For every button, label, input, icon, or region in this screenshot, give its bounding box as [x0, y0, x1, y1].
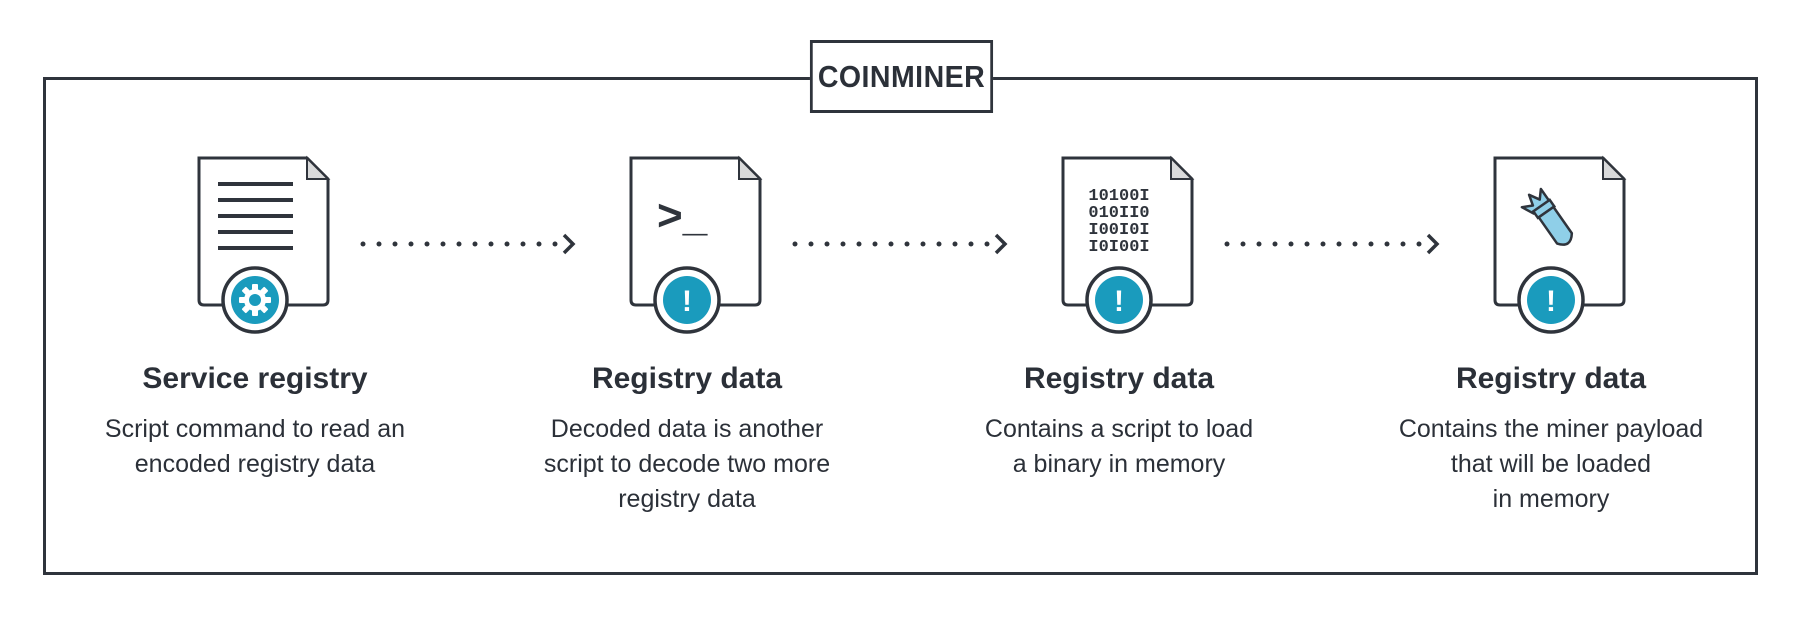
- step-description: Contains a script to load a binary in me…: [984, 415, 1254, 478]
- svg-text:I00I0I: I00I0I: [1088, 221, 1149, 240]
- flow-arrow: [360, 233, 576, 255]
- step-title: Registry data: [1023, 362, 1215, 395]
- svg-text:!: !: [1546, 285, 1556, 318]
- step-title: Service registry: [142, 362, 368, 395]
- step-title: Registry data: [591, 362, 783, 395]
- step-description: Contains the miner payload that will be …: [1398, 415, 1704, 513]
- svg-text:I0I00I: I0I00I: [1088, 238, 1149, 257]
- document-lines-icon: [218, 182, 293, 250]
- flow-arrow: [1224, 233, 1440, 255]
- binary-code-icon: 10100I 010II0 I00I0I I0I00I: [1088, 187, 1149, 257]
- bomb-icon: [1520, 187, 1574, 246]
- document-icon: !: [1493, 155, 1627, 334]
- warning-badge-icon: !: [1085, 266, 1153, 334]
- flow-arrow: [792, 233, 1008, 255]
- document-icon: [197, 155, 331, 334]
- warning-badge-icon: !: [653, 266, 721, 334]
- gear-badge-icon: [221, 266, 289, 334]
- svg-text:10100I: 10100I: [1088, 187, 1149, 206]
- svg-text:010II0: 010II0: [1088, 204, 1149, 223]
- document-icon: 10100I 010II0 I00I0I I0I00I !: [1061, 155, 1195, 334]
- terminal-prompt-icon: >_: [657, 191, 708, 240]
- step-description: Decoded data is another script to decode…: [543, 415, 831, 513]
- warning-badge-icon: !: [1517, 266, 1585, 334]
- document-icon: >_ !: [629, 155, 763, 334]
- step-title: Registry data: [1455, 362, 1647, 395]
- svg-text:!: !: [1114, 285, 1124, 318]
- svg-text:!: !: [682, 285, 692, 318]
- diagram-title: COINMINER: [809, 40, 994, 113]
- step-description: Script command to read an encoded regist…: [104, 415, 406, 478]
